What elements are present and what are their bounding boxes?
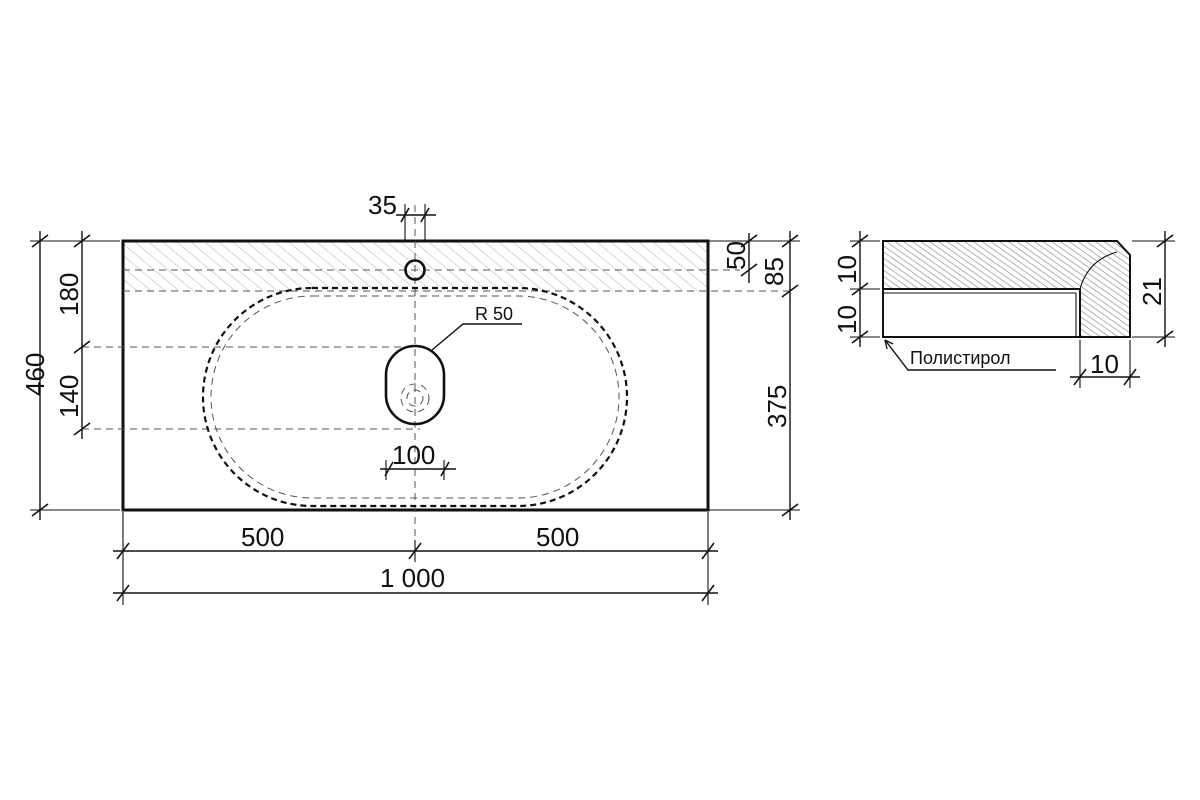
shelf-zone-label: 85 <box>759 257 789 286</box>
total-width-label: 1 000 <box>380 563 445 593</box>
top-layer-label: 10 <box>832 255 862 284</box>
left-half-label: 500 <box>241 522 284 552</box>
material-label: Полистирол <box>910 348 1011 368</box>
faucet-hole <box>404 259 426 281</box>
polystyrene-insert <box>882 288 1081 338</box>
drain-inner-circle-small <box>406 389 424 407</box>
section-height-label: 21 <box>1137 277 1167 306</box>
faucet-offset-label: 35 <box>368 190 397 220</box>
faucet-depth-label: 50 <box>721 241 751 270</box>
drain-radius-label: R 50 <box>475 304 513 324</box>
radius-leader <box>431 323 522 351</box>
drain-width-label: 100 <box>392 440 435 470</box>
drain-inner-circle <box>400 383 430 413</box>
section-view: 10 10 21 10 Полистирол <box>832 231 1175 388</box>
shelf-depth-label: 180 <box>54 273 84 316</box>
bowl-inner-outline <box>210 295 620 499</box>
drain-slot <box>384 344 446 426</box>
material-leader <box>884 339 1056 371</box>
bowl-outer-outline <box>201 286 629 508</box>
section-edge-arc <box>1079 251 1118 290</box>
right-half-label: 500 <box>536 522 579 552</box>
drain-spacing-label: 140 <box>54 375 84 418</box>
bowl-depth-label: 375 <box>762 385 792 428</box>
plan-view: R 50 100 35 500 500 1 000 <box>20 190 800 605</box>
total-depth-label: 460 <box>20 353 50 396</box>
edge-width-label: 10 <box>1090 349 1119 379</box>
bottom-layer-label: 10 <box>832 305 862 334</box>
